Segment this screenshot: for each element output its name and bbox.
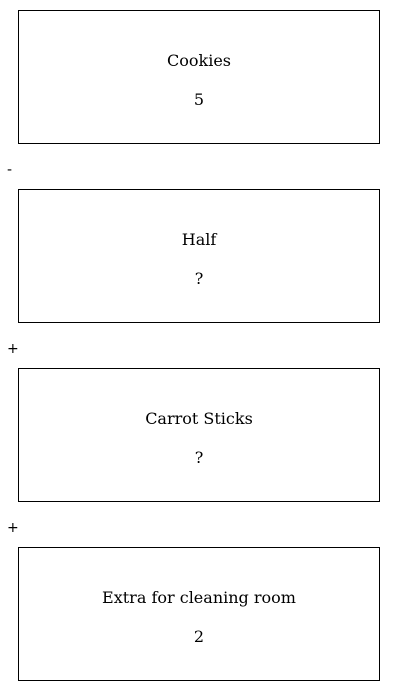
card-title: Carrot Sticks	[145, 409, 253, 428]
card-carrot-sticks: Carrot Sticks ?	[18, 368, 380, 502]
card-value: 2	[193, 627, 205, 646]
operator-minus: -	[7, 162, 13, 178]
card-title: Cookies	[167, 51, 231, 70]
card-half: Half ?	[18, 189, 380, 323]
card-cookies: Cookies 5	[18, 10, 380, 144]
card-value: ?	[194, 269, 204, 288]
card-title: Half	[181, 230, 217, 249]
operator-plus: +	[7, 520, 19, 536]
operator-plus: +	[7, 341, 19, 357]
card-value: 5	[193, 90, 205, 109]
card-value: ?	[194, 448, 204, 467]
card-extra-cleaning-room: Extra for cleaning room 2	[18, 547, 380, 681]
card-title: Extra for cleaning room	[102, 588, 296, 607]
